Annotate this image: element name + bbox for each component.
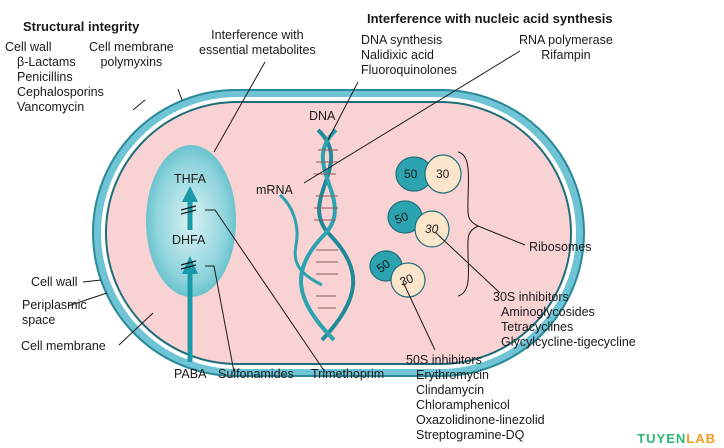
block-mark-trimethoprim [180,205,197,215]
metabolites-line-1: Interference with [211,28,304,42]
ribosome-2-30-label: 30 [425,222,439,236]
ribosome-1-50-label: 50 [404,167,418,181]
50s-inhibitors-title: 50S inhibitors [406,353,482,367]
erythromycin-label: Erythromycin [416,368,489,382]
clindamycin-label: Clindamycin [416,383,485,397]
block-mark-sulfonamides [180,260,197,270]
ribosome-3 [369,250,426,298]
mrna-strand [278,193,323,287]
rna-polymerase-drug-list: RNA polymerase Rifampin [519,33,613,63]
thfa-label: THFA [174,172,206,186]
dhfa-label: DHFA [172,233,206,247]
chloramphenicol-label: Chloramphenicol [416,398,510,412]
glycylcycline-label: Glycylcycline-tigecycline [501,335,636,349]
metabolites-label: Interference with essential metabolites [199,28,316,58]
streptogramine-label: Streptogramine-DQ [416,428,525,442]
beta-lactams-label: β-Lactams [17,55,76,69]
heading-structural-integrity: Structural integrity [23,19,140,34]
cell-membrane-title: Cell membrane [89,40,174,54]
heading-nucleic-acid-synthesis: Interference with nucleic acid synthesis [367,11,613,26]
cell-wall-label: Cell wall [31,275,78,289]
leader-lines [67,50,526,373]
tetracyclines-label: Tetracyclines [501,320,574,334]
paba-arrowhead [182,256,198,274]
rna-polymerase-title: RNA polymerase [519,33,613,47]
polymyxins-label: polymyxins [100,55,163,69]
cell-wall-title: Cell wall [5,40,52,54]
mrna-label: mRNA [256,183,293,197]
paba-label: PABA [174,367,207,381]
aminoglycosides-label: Aminoglycosides [501,305,595,319]
50s-inhibitors-list: 50S inhibitors Erythromycin Clindamycin … [406,353,545,443]
fluoroquinolones-label: Fluoroquinolones [361,63,457,77]
watermark-part-1: TUYEN [637,431,687,446]
ribosome-1 [395,154,462,194]
cell-wall-drug-list: Cell wall β-Lactams Penicillins Cephalos… [5,40,104,115]
periplasmic-space-label: Periplasmic space [22,298,87,328]
ribosome-30s-subunit [414,210,450,248]
vancomycin-label: Vancomycin [17,100,85,114]
nalidixic-acid-label: Nalidixic acid [361,48,434,62]
cell-membrane-drug-list: Cell membrane polymyxins [89,40,174,70]
cell-membrane-label: Cell membrane [21,339,106,353]
periplasmic-line-2: space [22,313,56,327]
metabolites-line-2: essential metabolites [199,43,316,57]
penicillins-label: Penicillins [17,70,73,84]
cephalosporins-label: Cephalosporins [17,85,104,99]
oxazolidinone-label: Oxazolidinone-linezolid [416,413,545,427]
dhfa-arrowhead [182,186,198,202]
30s-inhibitors-list: 30S inhibitors Aminoglycosides Tetracycl… [493,290,636,350]
ribosome-2 [387,200,450,248]
periplasmic-line-1: Periplasmic [22,298,87,312]
30s-inhibitors-title: 30S inhibitors [493,290,569,304]
watermark-part-2: LAB [686,431,716,446]
dna-label: DNA [309,109,336,123]
dna-helix [299,128,355,342]
ribosomes-label: Ribosomes [529,240,592,254]
trimethoprim-label: Trimethoprim [311,367,385,381]
ribosome-30s-subunit [424,154,462,194]
watermark-logo: TUYENLAB [637,431,716,446]
rifampin-label: Rifampin [541,48,591,62]
dna-synthesis-title: DNA synthesis [361,33,443,47]
ribosome-1-30-label: 30 [436,167,450,181]
dna-synthesis-drug-list: DNA synthesis Nalidixic acid Fluoroquino… [361,33,457,78]
sulfonamides-label: Sulfonamides [218,367,294,381]
ribosome-30s-subunit [390,262,426,298]
